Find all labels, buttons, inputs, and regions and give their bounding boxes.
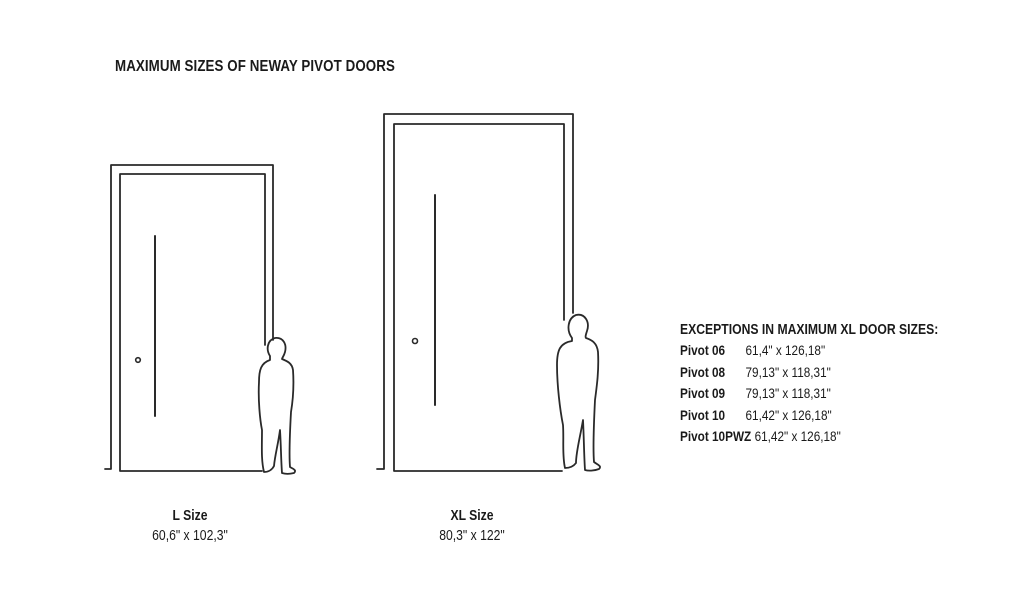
person-silhouette-icon bbox=[257, 337, 296, 475]
person-silhouette-icon bbox=[556, 313, 601, 472]
exception-row: Pivot 08 79,13" x 118,31" bbox=[680, 364, 938, 386]
exception-model: Pivot 08 bbox=[680, 363, 726, 380]
door-lock-icon bbox=[411, 337, 419, 345]
door-leaf bbox=[393, 123, 565, 472]
door-frame-icon bbox=[104, 164, 274, 470]
l-size-caption: L Size 60,6" x 102,3" bbox=[140, 506, 241, 546]
exception-model: Pivot 09 bbox=[680, 385, 726, 401]
exception-size: 61,42" x 126,18" bbox=[745, 406, 832, 423]
door-size-dimensions: 60,6" x 102,3" bbox=[152, 528, 228, 544]
door-size-name: L Size bbox=[172, 508, 208, 524]
xl-size-caption: XL Size 80,3" x 122" bbox=[422, 506, 523, 546]
door-lock-icon bbox=[134, 356, 142, 364]
l-door bbox=[104, 164, 296, 475]
xl-door bbox=[376, 113, 601, 472]
door-size-name: XL Size bbox=[450, 508, 494, 524]
exception-size: 79,13" x 118,31" bbox=[745, 363, 831, 380]
exception-row: Pivot 10 61,42" x 126,18" bbox=[680, 407, 938, 429]
exception-row: Pivot 10PWZ 61,42" x 126,18" bbox=[680, 428, 938, 450]
door-size-dimensions: 80,3" x 122" bbox=[439, 528, 505, 544]
exception-model: Pivot 10PWZ bbox=[680, 428, 752, 444]
exception-size: 79,13" x 118,31" bbox=[745, 385, 831, 401]
door-leaf bbox=[119, 173, 266, 472]
exceptions-title: EXCEPTIONS IN MAXIMUM XL DOOR SIZES: bbox=[680, 322, 939, 338]
exceptions-panel: EXCEPTIONS IN MAXIMUM XL DOOR SIZES: Piv… bbox=[680, 322, 987, 450]
page-title: MAXIMUM SIZES OF NEWAY PIVOT DOORS bbox=[115, 58, 395, 75]
door-frame-icon bbox=[376, 113, 574, 470]
exception-model: Pivot 06 bbox=[680, 342, 726, 358]
exception-row: Pivot 06 61,4" x 126,18" bbox=[680, 342, 938, 364]
exception-model: Pivot 10 bbox=[680, 406, 726, 423]
exception-size: 61,4" x 126,18" bbox=[745, 342, 826, 358]
exception-row: Pivot 09 79,13" x 118,31" bbox=[680, 385, 938, 407]
exception-size: 61,42" x 126,18" bbox=[754, 428, 841, 444]
